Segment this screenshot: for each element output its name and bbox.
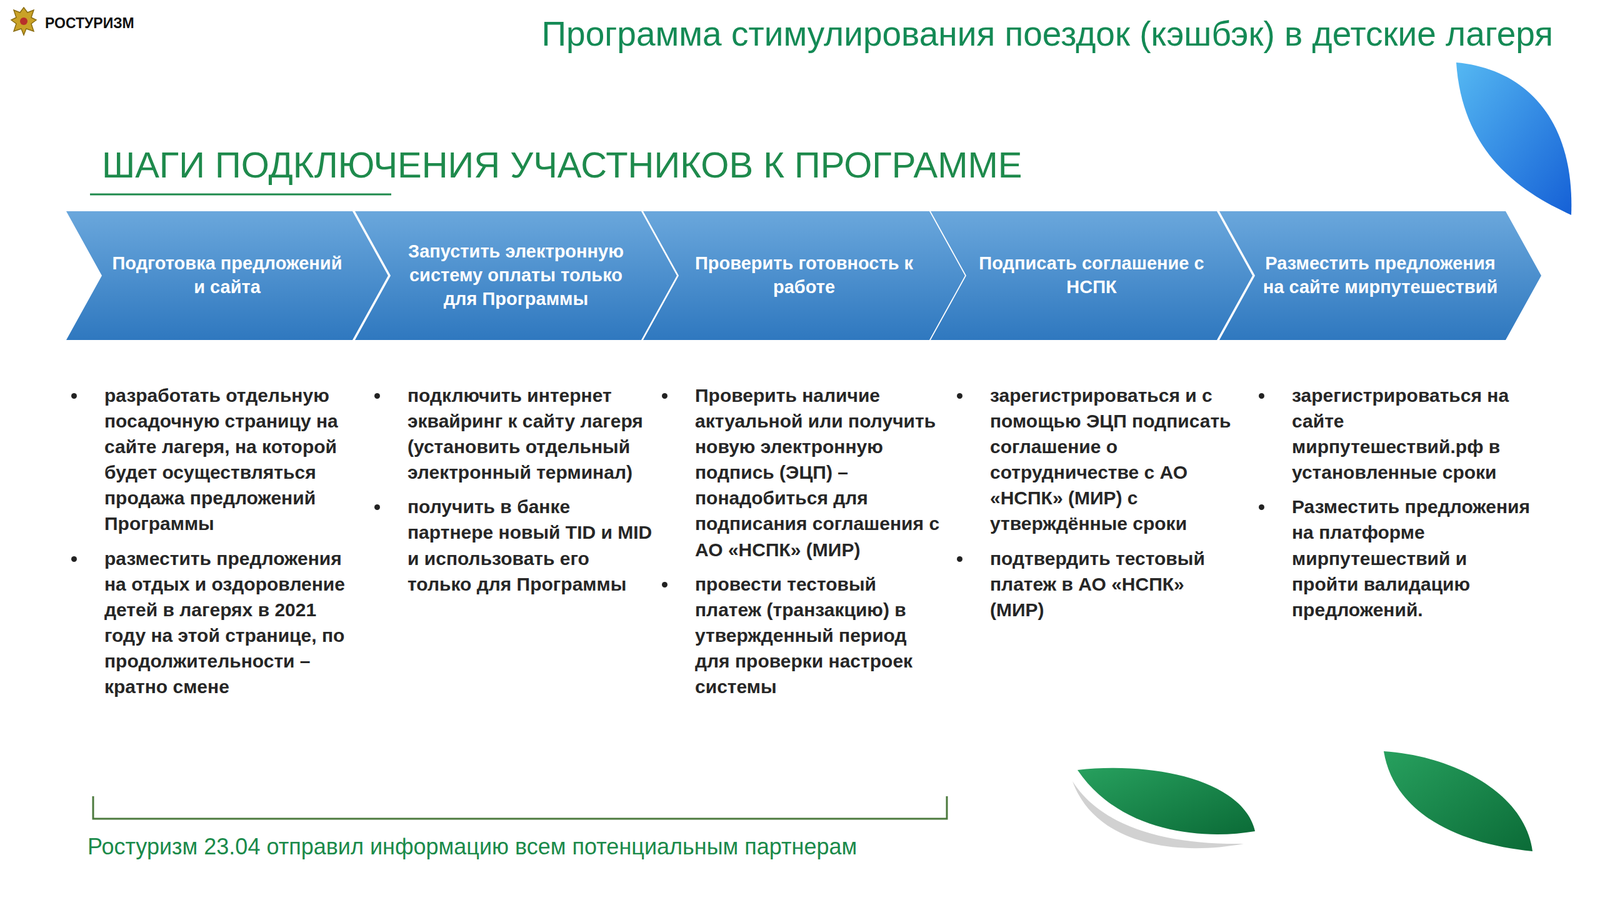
section-heading: ШАГИ ПОДКЛЮЧЕНИЯ УЧАСТНИКОВ К ПРОГРАММЕ [101,143,1023,186]
green-leaf [1383,751,1533,852]
step-title: Запустить электронную систему оплаты тол… [396,240,636,311]
bullet-item: подтвердить тестовый платеж в АО «НСПК» … [990,545,1235,623]
bullet-dot [71,556,77,562]
bullet-item: зарегистрироваться и с помощью ЭЦП подпи… [990,382,1235,537]
chevron-text-area: Запустить электронную систему оплаты тол… [396,211,636,340]
bullet-dot [956,556,963,562]
bullet-text: подключить интернет эквайринг к сайту ла… [407,382,653,485]
chevron-text-area: Разместить предложения на сайте мирпутеш… [1260,211,1500,340]
bullet-item: подключить интернет эквайринг к сайту ла… [407,382,653,485]
step-chevron: Запустить электронную систему оплаты тол… [355,211,677,340]
blue-leaf [1456,62,1572,215]
chevron-text-area: Проверить готовность к работе [684,211,924,340]
bullet-text: подтвердить тестовый платеж в АО «НСПК» … [990,545,1235,623]
bullet-text: провести тестовый платеж (транзакцию) в … [695,571,940,700]
step-chevron: Подготовка предложений и сайта [66,211,389,340]
bullet-column: зарегистрироваться и с помощью ЭЦП подпи… [990,382,1235,632]
bullet-item: Проверить наличие актуальной или получит… [695,382,940,563]
bullet-item: зарегистрироваться на сайте мирпутешеств… [1291,382,1537,485]
chevron-shape [66,211,389,340]
bullet-dot [1258,504,1265,510]
bullet-item: разработать отдельную посадочную страниц… [104,382,350,537]
bullet-item: получить в банке партнере новый TID и MI… [407,493,653,597]
bullet-text: получить в банке партнере новый TID и MI… [407,493,653,597]
chevron-shape [930,211,1253,340]
bullet-dot [71,393,77,399]
bullet-column: Проверить наличие актуальной или получит… [695,382,940,709]
bullet-item: Разместить предложения на платформе мирп… [1291,493,1537,622]
slide-title: Программа стимулирования поездок (кэшбэк… [541,13,1554,54]
chevron-shape [1219,211,1542,340]
bullet-dot [956,393,963,399]
bracket-note: Ростуризм 23.04 отправил информацию всем… [87,833,857,860]
chevron-shape [643,211,965,340]
bullet-text: Разместить предложения на платформе мирп… [1291,493,1537,622]
bullet-text: разработать отдельную посадочную страниц… [104,382,350,537]
bullet-dot [661,393,668,399]
bullet-text: Проверить наличие актуальной или получит… [695,382,940,563]
emblem [11,7,37,35]
chevron-text-area: Подготовка предложений и сайта [107,211,347,340]
bullet-text: зарегистрироваться на сайте мирпутешеств… [1291,382,1537,485]
step-title: Разместить предложения на сайте мирпутеш… [1260,251,1500,299]
bullet-text: разместить предложения на отдых и оздоро… [104,545,350,700]
bullet-column: разработать отдельную посадочную страниц… [104,382,350,709]
step-chevron: Разместить предложения на сайте мирпутеш… [1219,211,1542,340]
step-chevron: Проверить готовность к работе [643,211,965,340]
chevron-text-area: Подписать соглашение с НСПК [971,211,1212,340]
green-leaf [1077,768,1255,835]
bullet-dot [374,504,380,510]
logo-text: РОСТУРИЗМ [45,15,135,32]
bullet-dot [374,393,380,399]
step-title: Подписать соглашение с НСПК [971,251,1212,299]
step-chevron: Подписать соглашение с НСПК [930,211,1253,340]
bullet-text: зарегистрироваться и с помощью ЭЦП подпи… [990,382,1235,537]
bullet-dot [1258,393,1265,399]
bullet-column: зарегистрироваться на сайте мирпутешеств… [1291,382,1537,632]
bracket [93,796,947,819]
bullet-item: разместить предложения на отдых и оздоро… [104,545,350,700]
step-title: Проверить готовность к работе [684,251,924,299]
bullet-dot [661,581,668,588]
step-title: Подготовка предложений и сайта [107,251,347,299]
bullet-column: подключить интернет эквайринг к сайту ла… [407,382,653,606]
bullet-item: провести тестовый платеж (транзакцию) в … [695,571,940,700]
heading-underline [90,193,392,196]
leaf-shadow [1072,781,1244,849]
